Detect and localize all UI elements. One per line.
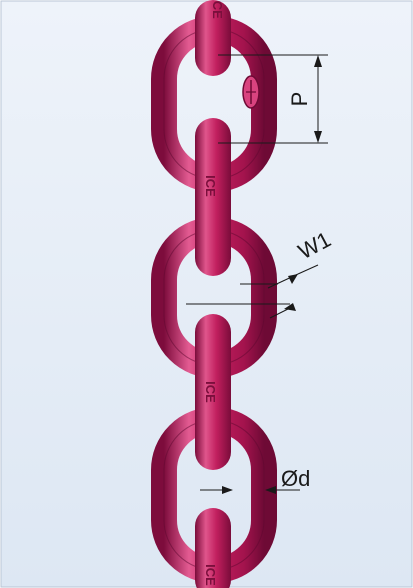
- ice-marking: ICE: [203, 175, 218, 197]
- ice-marking: ICE: [210, 0, 225, 19]
- chain-link-side-1: [195, 118, 231, 276]
- chain-link-side-bottom: [195, 508, 231, 588]
- chain-link-side-top: [195, 0, 231, 76]
- ice-marking: ICE: [203, 381, 218, 403]
- diameter-label: Ød: [281, 466, 310, 491]
- diameter-dimension: [200, 486, 300, 494]
- pitch-label: P: [287, 92, 312, 107]
- chain-link-side-2: [195, 314, 231, 470]
- ice-marking: ICE: [203, 564, 218, 586]
- pitch-dimension: [218, 54, 328, 144]
- width-dimension: [186, 264, 319, 319]
- grade-stamp-icon: [242, 75, 260, 109]
